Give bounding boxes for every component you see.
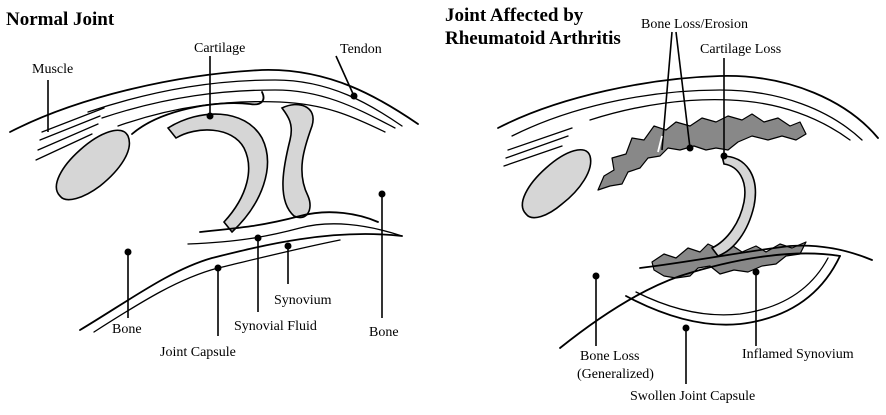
ra-title-line2: Rheumatoid Arthritis <box>445 28 621 49</box>
ra-leaders <box>593 32 760 384</box>
ra-muscle-oval <box>522 150 590 218</box>
cartilage-normal-lower <box>282 105 313 218</box>
ra-title-line1: Joint Affected by <box>445 5 584 26</box>
label-joint-capsule: Joint Capsule <box>160 345 236 360</box>
inflamed-synovium-upper <box>598 114 806 190</box>
label-synovium: Synovium <box>274 293 332 308</box>
ra-joint-panel: Joint Affected by Rheumatoid Arthritis <box>445 5 878 404</box>
label-swollen-joint-capsule: Swollen Joint Capsule <box>630 389 755 404</box>
label-cartilage-loss: Cartilage Loss <box>700 42 781 57</box>
label-bone-right: Bone <box>369 325 399 340</box>
label-bone-loss-generalized-1: Bone Loss <box>580 349 640 364</box>
label-inflamed-synovium: Inflamed Synovium <box>742 347 854 362</box>
label-synovial-fluid: Synovial Fluid <box>234 319 317 334</box>
muscle-oval <box>56 130 129 199</box>
normal-joint-title: Normal Joint <box>6 9 115 30</box>
label-bone-loss-erosion: Bone Loss/Erosion <box>641 17 748 32</box>
label-cartilage: Cartilage <box>194 41 245 56</box>
ra-cartilage <box>712 156 755 256</box>
label-bone-left: Bone <box>112 322 142 337</box>
label-bone-loss-generalized-2: (Generalized) <box>577 367 654 382</box>
label-muscle: Muscle <box>32 62 73 77</box>
cartilage-normal-upper <box>168 114 267 232</box>
label-tendon: Tendon <box>340 42 382 57</box>
normal-joint-panel: Normal Joint <box>6 9 418 360</box>
